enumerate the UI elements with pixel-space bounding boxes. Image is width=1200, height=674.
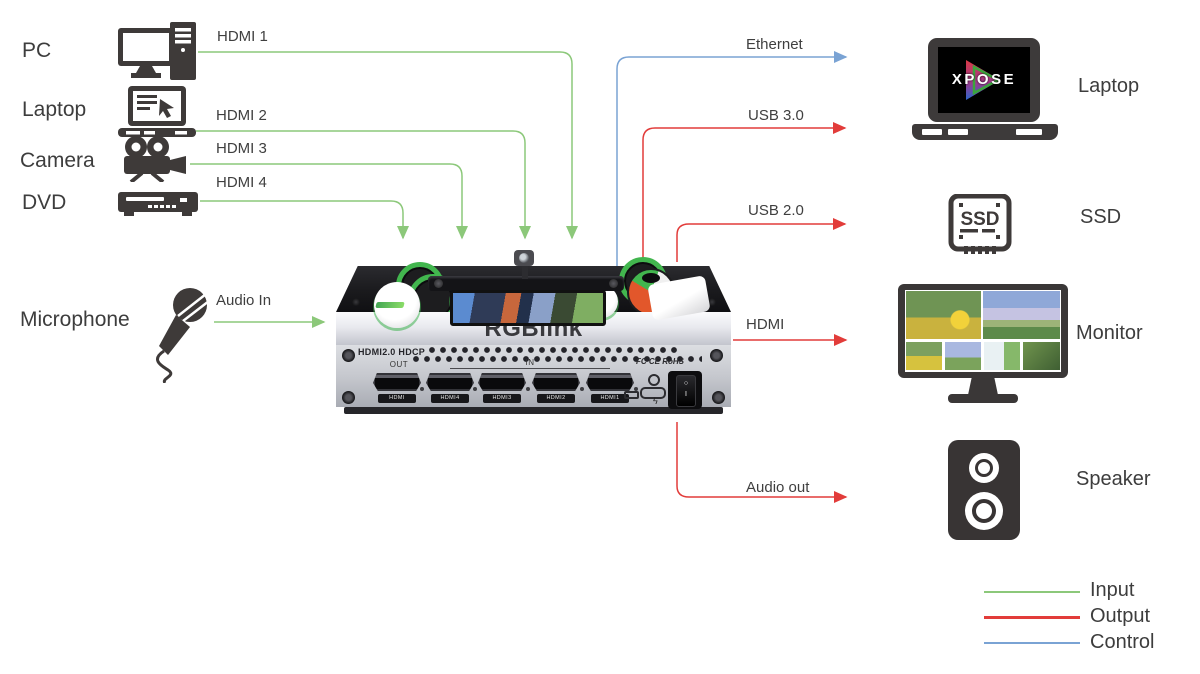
legend-output-line — [984, 616, 1080, 619]
label-ethernet: Ethernet — [746, 36, 803, 53]
label-hdmi3: HDMI 3 — [216, 140, 267, 157]
device-port-panel: HDMI2.0 HDCP FC CE RoHS OUT IN HDMI HDMI… — [336, 345, 731, 409]
vent-holes — [412, 355, 702, 363]
hdmi3-input-line — [190, 163, 468, 240]
hdmi4-in-port: HDMI4 — [425, 373, 475, 403]
hdmi4-input-line — [200, 200, 409, 240]
handle-bar — [428, 276, 624, 291]
hdmi2-input-line — [196, 130, 531, 240]
laptop-icon — [118, 86, 196, 137]
dvd-player-icon — [118, 192, 198, 216]
out-group-label: OUT — [389, 360, 409, 369]
preview-screen — [450, 290, 606, 326]
dest-label-speaker: Speaker — [1076, 468, 1151, 490]
desktop-pc-icon — [118, 22, 196, 80]
power-bolt-icon: ϟ — [653, 396, 658, 406]
label-hdmi-out: HDMI — [746, 316, 785, 333]
legend-input-label: Input — [1090, 579, 1135, 601]
rgblink-mini-switcher: RGBlink HDMI2.0 HDCP FC CE RoHS OUT IN H… — [336, 250, 731, 420]
label-hdmi4: HDMI 4 — [216, 174, 267, 191]
usb-c-port — [640, 387, 666, 399]
audio-out-line — [676, 422, 848, 503]
source-label-laptop: Laptop — [22, 98, 87, 121]
xpose-triangle-logo — [966, 60, 1001, 100]
device-base — [344, 407, 723, 414]
source-label-pc: PC — [22, 39, 52, 62]
label-usb2: USB 2.0 — [748, 202, 804, 219]
hdmi1-input-line — [198, 51, 578, 240]
source-label-microphone: Microphone — [20, 308, 130, 331]
hdmi1-in-port: HDMI1 — [585, 373, 635, 403]
multiview-monitor-icon — [898, 284, 1070, 412]
xpose-laptop-icon: XPOSE — [912, 38, 1058, 140]
label-hdmi1: HDMI 1 — [217, 28, 268, 45]
video-camera-icon — [124, 136, 186, 182]
micro-port — [624, 391, 639, 399]
legend-control-line — [984, 642, 1080, 644]
power-switch: ○I — [668, 371, 702, 409]
mini-logo — [375, 302, 405, 308]
in-group-label: IN — [525, 358, 535, 367]
ssd-icon-text: SSD — [960, 209, 999, 230]
ssd-icon: SSD — [948, 194, 1012, 254]
in-group-bracket — [450, 368, 610, 373]
hdmi3-in-port: HDMI3 — [477, 373, 527, 403]
speaker-icon — [948, 440, 1020, 540]
ethernet-control-line — [616, 51, 848, 270]
mounted-camera-icon — [514, 250, 534, 266]
label-usb3: USB 3.0 — [748, 107, 804, 124]
hdmi-out-port: HDMI — [372, 373, 422, 403]
legend-output-label: Output — [1090, 605, 1151, 627]
microphone-icon — [156, 288, 210, 383]
dest-label-ssd: SSD — [1080, 206, 1122, 228]
vent-holes — [428, 346, 678, 354]
usb-indicator — [648, 374, 660, 386]
source-label-dvd: DVD — [22, 191, 67, 214]
dest-label-monitor: Monitor — [1076, 322, 1143, 344]
camera-stem — [522, 265, 528, 279]
usb2-output-line — [676, 218, 847, 262]
black-button — [642, 273, 660, 283]
label-audio-out: Audio out — [746, 479, 810, 496]
legend-input-line — [984, 591, 1080, 593]
xpose-text: XPOSE — [951, 71, 1017, 88]
source-label-camera: Camera — [20, 149, 95, 172]
hdmi2-in-port: HDMI2 — [531, 373, 581, 403]
hdmi-hdcp-text: HDMI2.0 HDCP — [358, 347, 426, 357]
legend-control-label: Control — [1090, 631, 1155, 653]
certification-text: FC CE RoHS — [636, 357, 684, 366]
label-hdmi2: HDMI 2 — [216, 107, 267, 124]
label-audio-in: Audio In — [216, 292, 272, 309]
usb3-output-line — [642, 122, 847, 270]
dest-label-laptop: Laptop — [1078, 75, 1140, 97]
